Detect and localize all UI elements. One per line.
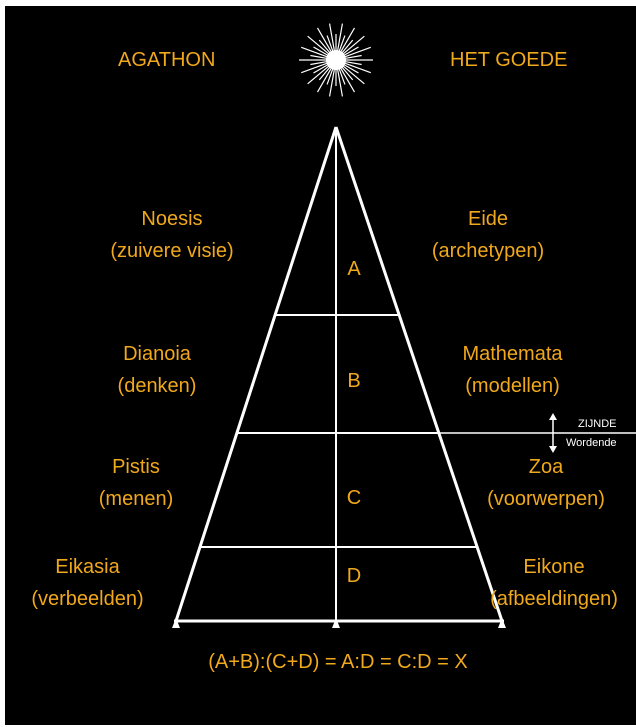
level-d-right-sub: (afbeeldingen): [490, 588, 618, 610]
level-d-left-sub: (verbeelden): [31, 588, 144, 610]
level-c-left-label: Pistis (menen): [76, 451, 196, 515]
level-a-left-sub: (zuivere visie): [110, 240, 234, 262]
level-b-letter: B: [347, 370, 361, 392]
level-a-left-label: Noesis (zuivere visie): [82, 203, 262, 267]
base-tick-center: [332, 618, 340, 628]
level-c-left-sub: (menen): [98, 488, 174, 510]
level-b-left-label: Dianoia (denken): [82, 338, 232, 402]
double-arrow-icon: [549, 413, 557, 453]
level-b-left-title: Dianoia: [123, 343, 191, 365]
level-c-left-title: Pistis: [112, 456, 160, 478]
level-c-right-sub: (voorwerpen): [487, 488, 605, 510]
triangle-left-edge: [174, 126, 338, 622]
level-a-left-title: Noesis: [141, 208, 203, 230]
formula-label: (A+B):(C+D) = A:D = C:D = X: [208, 651, 468, 673]
level-a-right-sub: (archetypen): [431, 240, 545, 262]
level-c-right-title: Zoa: [528, 456, 564, 478]
level-c-letter: C: [346, 487, 362, 509]
level-c-right-label: Zoa (voorwerpen): [462, 451, 630, 515]
level-d-letter: D: [346, 565, 362, 587]
level-b-right-sub: (modellen): [465, 375, 560, 397]
level-b-left-sub: (denken): [117, 375, 197, 397]
wordende-label: Wordende: [566, 437, 617, 449]
agathon-label: AGATHON: [118, 49, 216, 71]
triangle-outline: [174, 126, 504, 623]
black-panel: [5, 6, 636, 725]
level-b-right-title: Mathemata: [462, 343, 563, 365]
sun-icon: [299, 23, 373, 97]
level-a-right-title: Eide: [467, 208, 509, 230]
level-d-right-title: Eikone: [523, 556, 585, 578]
base-tick-right: [498, 618, 506, 628]
level-d-right-label: Eikone (afbeeldingen): [474, 551, 634, 615]
level-b-right-label: Mathemata (modellen): [430, 338, 595, 402]
level-dividers: [199, 314, 636, 548]
base-ticks: [172, 618, 506, 628]
base-tick-left: [172, 618, 180, 628]
level-a-right-label: Eide (archetypen): [408, 203, 568, 267]
het-goede-label: HET GOEDE: [450, 49, 568, 71]
level-a-letter: A: [347, 258, 361, 280]
level-d-left-title: Eikasia: [55, 556, 120, 578]
zijnde-label: ZIJNDE: [578, 418, 617, 430]
level-d-left-label: Eikasia (verbeelden): [10, 551, 165, 615]
triangle-right-edge: [334, 126, 504, 622]
